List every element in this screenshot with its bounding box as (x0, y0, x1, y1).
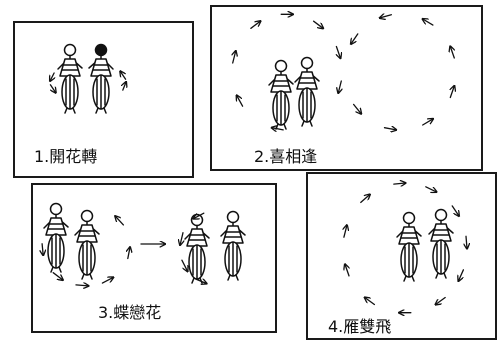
motion-arrow (272, 128, 284, 130)
motion-arrow (115, 216, 125, 226)
motion-arrow (351, 33, 359, 44)
motion-arrow (360, 195, 370, 204)
motion-arrow (425, 186, 437, 192)
motion-arrow (336, 45, 340, 59)
motion-arrow (181, 259, 188, 271)
motion-arrow (365, 298, 376, 306)
motion-arrow (195, 279, 207, 283)
motion-arrow (338, 80, 341, 93)
panel-3: 3.蝶戀花 (31, 183, 277, 333)
panel-3-label: 3.蝶戀花 (98, 303, 161, 322)
motion-arrow (450, 47, 454, 59)
motion-arrow (450, 86, 454, 99)
motion-arrow (194, 212, 205, 218)
panel-4-motion-arrows (344, 183, 467, 313)
motion-arrow (128, 247, 130, 260)
panel-2-label: 2.喜相逢 (254, 147, 317, 166)
motion-arrow (436, 296, 446, 305)
motion-arrow (345, 264, 349, 277)
panel-4-label: 4.雁雙飛 (328, 317, 391, 336)
motion-arrow (250, 21, 261, 29)
motion-arrow (422, 119, 433, 126)
motion-arrow (352, 103, 362, 113)
panel-2-frame (210, 5, 483, 171)
motion-arrow (49, 84, 55, 93)
panel-2: 2.喜相逢 (210, 5, 483, 171)
motion-arrow (123, 82, 126, 91)
motion-arrow (393, 183, 406, 184)
panel-2-motion-arrows (233, 14, 455, 130)
motion-arrow (423, 19, 434, 26)
panel-3-motion-arrows (42, 212, 207, 286)
panel-1-motion-arrows (50, 71, 126, 92)
panel-1: 1.開花轉 (13, 21, 194, 178)
motion-arrow (42, 243, 43, 255)
motion-arrow (459, 269, 465, 281)
panel-4: 4.雁雙飛 (306, 172, 497, 340)
motion-arrow (101, 277, 113, 284)
motion-arrow (451, 205, 459, 216)
motion-arrow (380, 15, 392, 18)
panel-1-label: 1.開花轉 (34, 147, 97, 166)
motion-arrow (180, 232, 183, 245)
motion-arrow (344, 225, 347, 238)
motion-arrow (233, 51, 236, 64)
motion-arrow (50, 72, 54, 81)
motion-arrow (383, 128, 397, 130)
motion-arrow (466, 235, 467, 248)
motion-arrow (237, 96, 244, 107)
motion-arrow (312, 20, 324, 28)
motion-arrow (75, 285, 88, 286)
motion-arrow (120, 71, 127, 80)
motion-arrow (52, 272, 63, 280)
